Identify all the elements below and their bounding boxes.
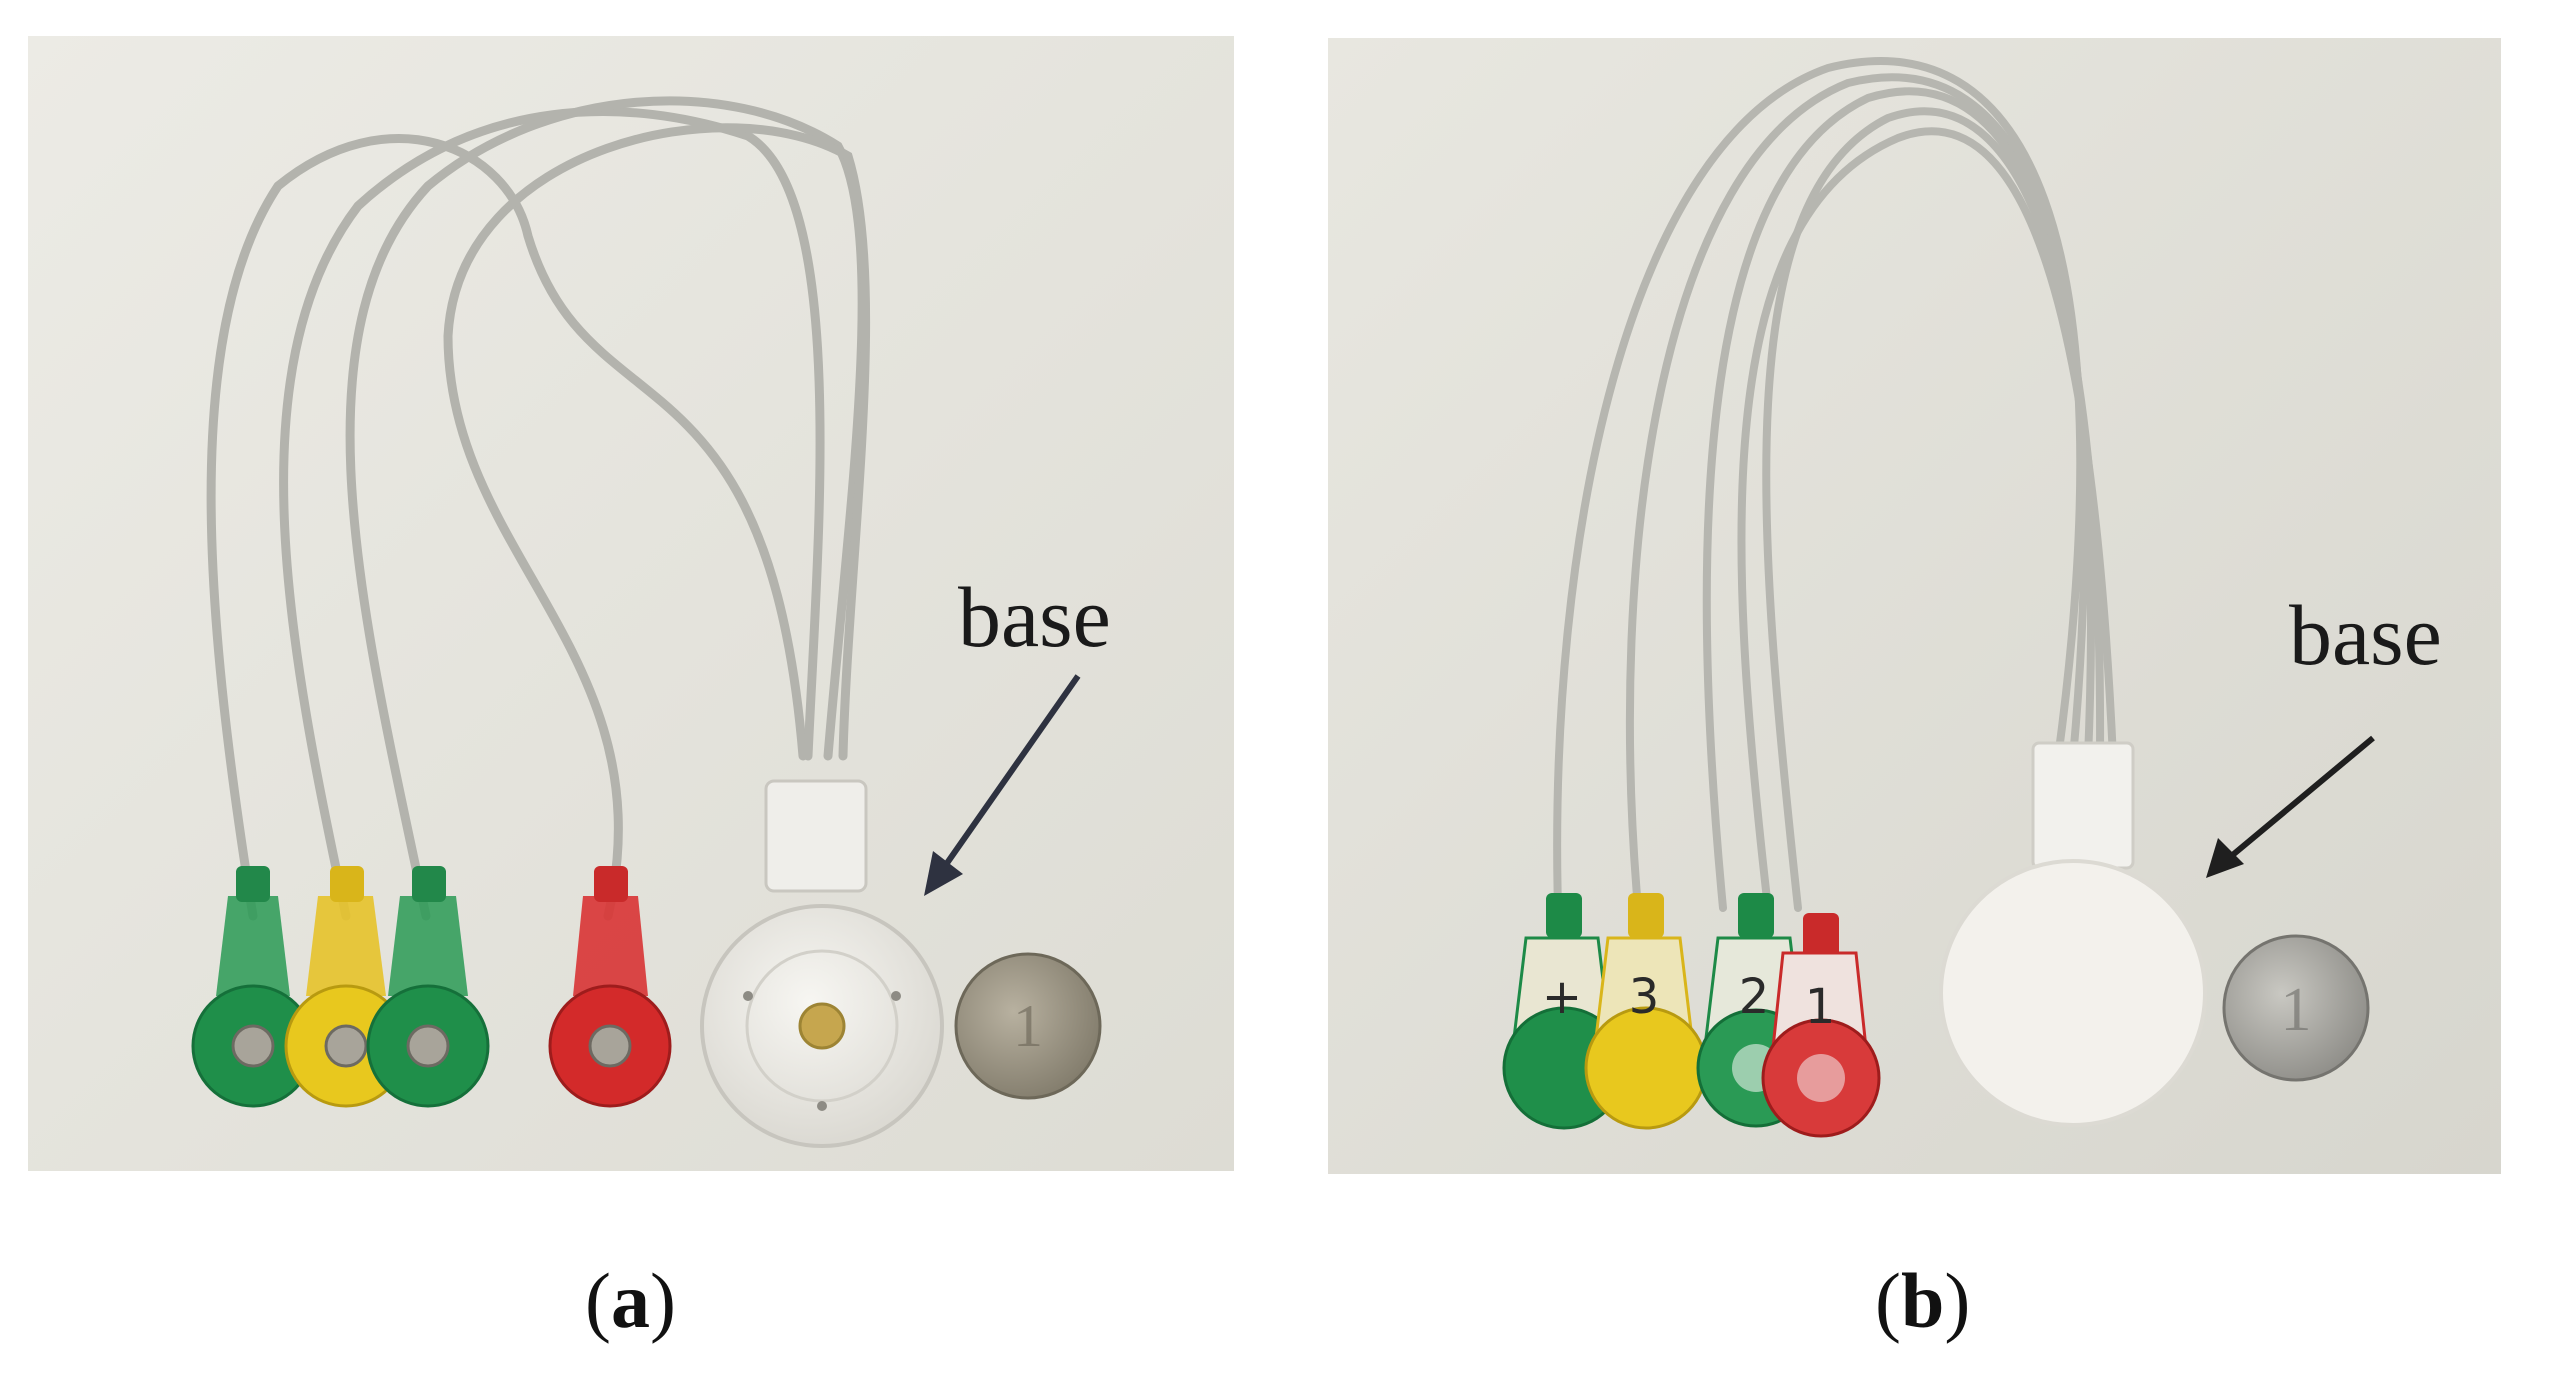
snap-connector-yellow [1584,893,1708,1130]
base-label-b: base [2289,587,2442,683]
caption-a-close: ) [649,1257,676,1344]
svg-text:1: 1 [2281,976,2312,1044]
caption-b: (b) [1875,1262,1970,1340]
photo-a-illustration: 1 [28,36,1234,1171]
caption-b-open: ( [1875,1257,1901,1344]
snap-connector-yellow [284,866,408,1108]
base-cable-strain-relief [2031,741,2135,870]
caption-b-letter: b [1900,1257,1945,1344]
photo-panel-a: 1 [28,36,1234,1171]
snap-connector-green-2 [366,866,490,1108]
caption-a-open: ( [585,1257,611,1344]
electrode-base [1939,859,2207,1127]
base-cable-strain-relief [764,779,868,893]
coin [2222,934,2370,1082]
marking-3: 3 [1629,969,1660,1025]
svg-text:1: 1 [1013,993,1043,1059]
photo-panel-b: 1 + 3 2 1 [1328,38,2501,1174]
base-label-a: base [958,569,1111,665]
marking-2: 2 [1739,969,1770,1025]
coin [954,952,1102,1100]
marking-plus: + [1542,969,1582,1025]
arrow-to-base-b [2206,735,2375,878]
snap-connector-green-1 [191,866,315,1108]
arrow-to-base-a [924,674,1081,896]
cable-bundle [1553,57,2117,912]
snap-connector-red [1761,913,1881,1138]
photo-b-illustration: 1 + 3 2 1 [1328,38,2501,1174]
caption-a: (a) [585,1262,676,1340]
marking-1: 1 [1805,979,1836,1035]
caption-a-letter: a [610,1257,650,1344]
caption-b-close: ) [1944,1257,1971,1344]
snap-connector-red [548,866,672,1108]
cable-bundle [206,96,871,921]
base-center-contact [798,1002,846,1050]
